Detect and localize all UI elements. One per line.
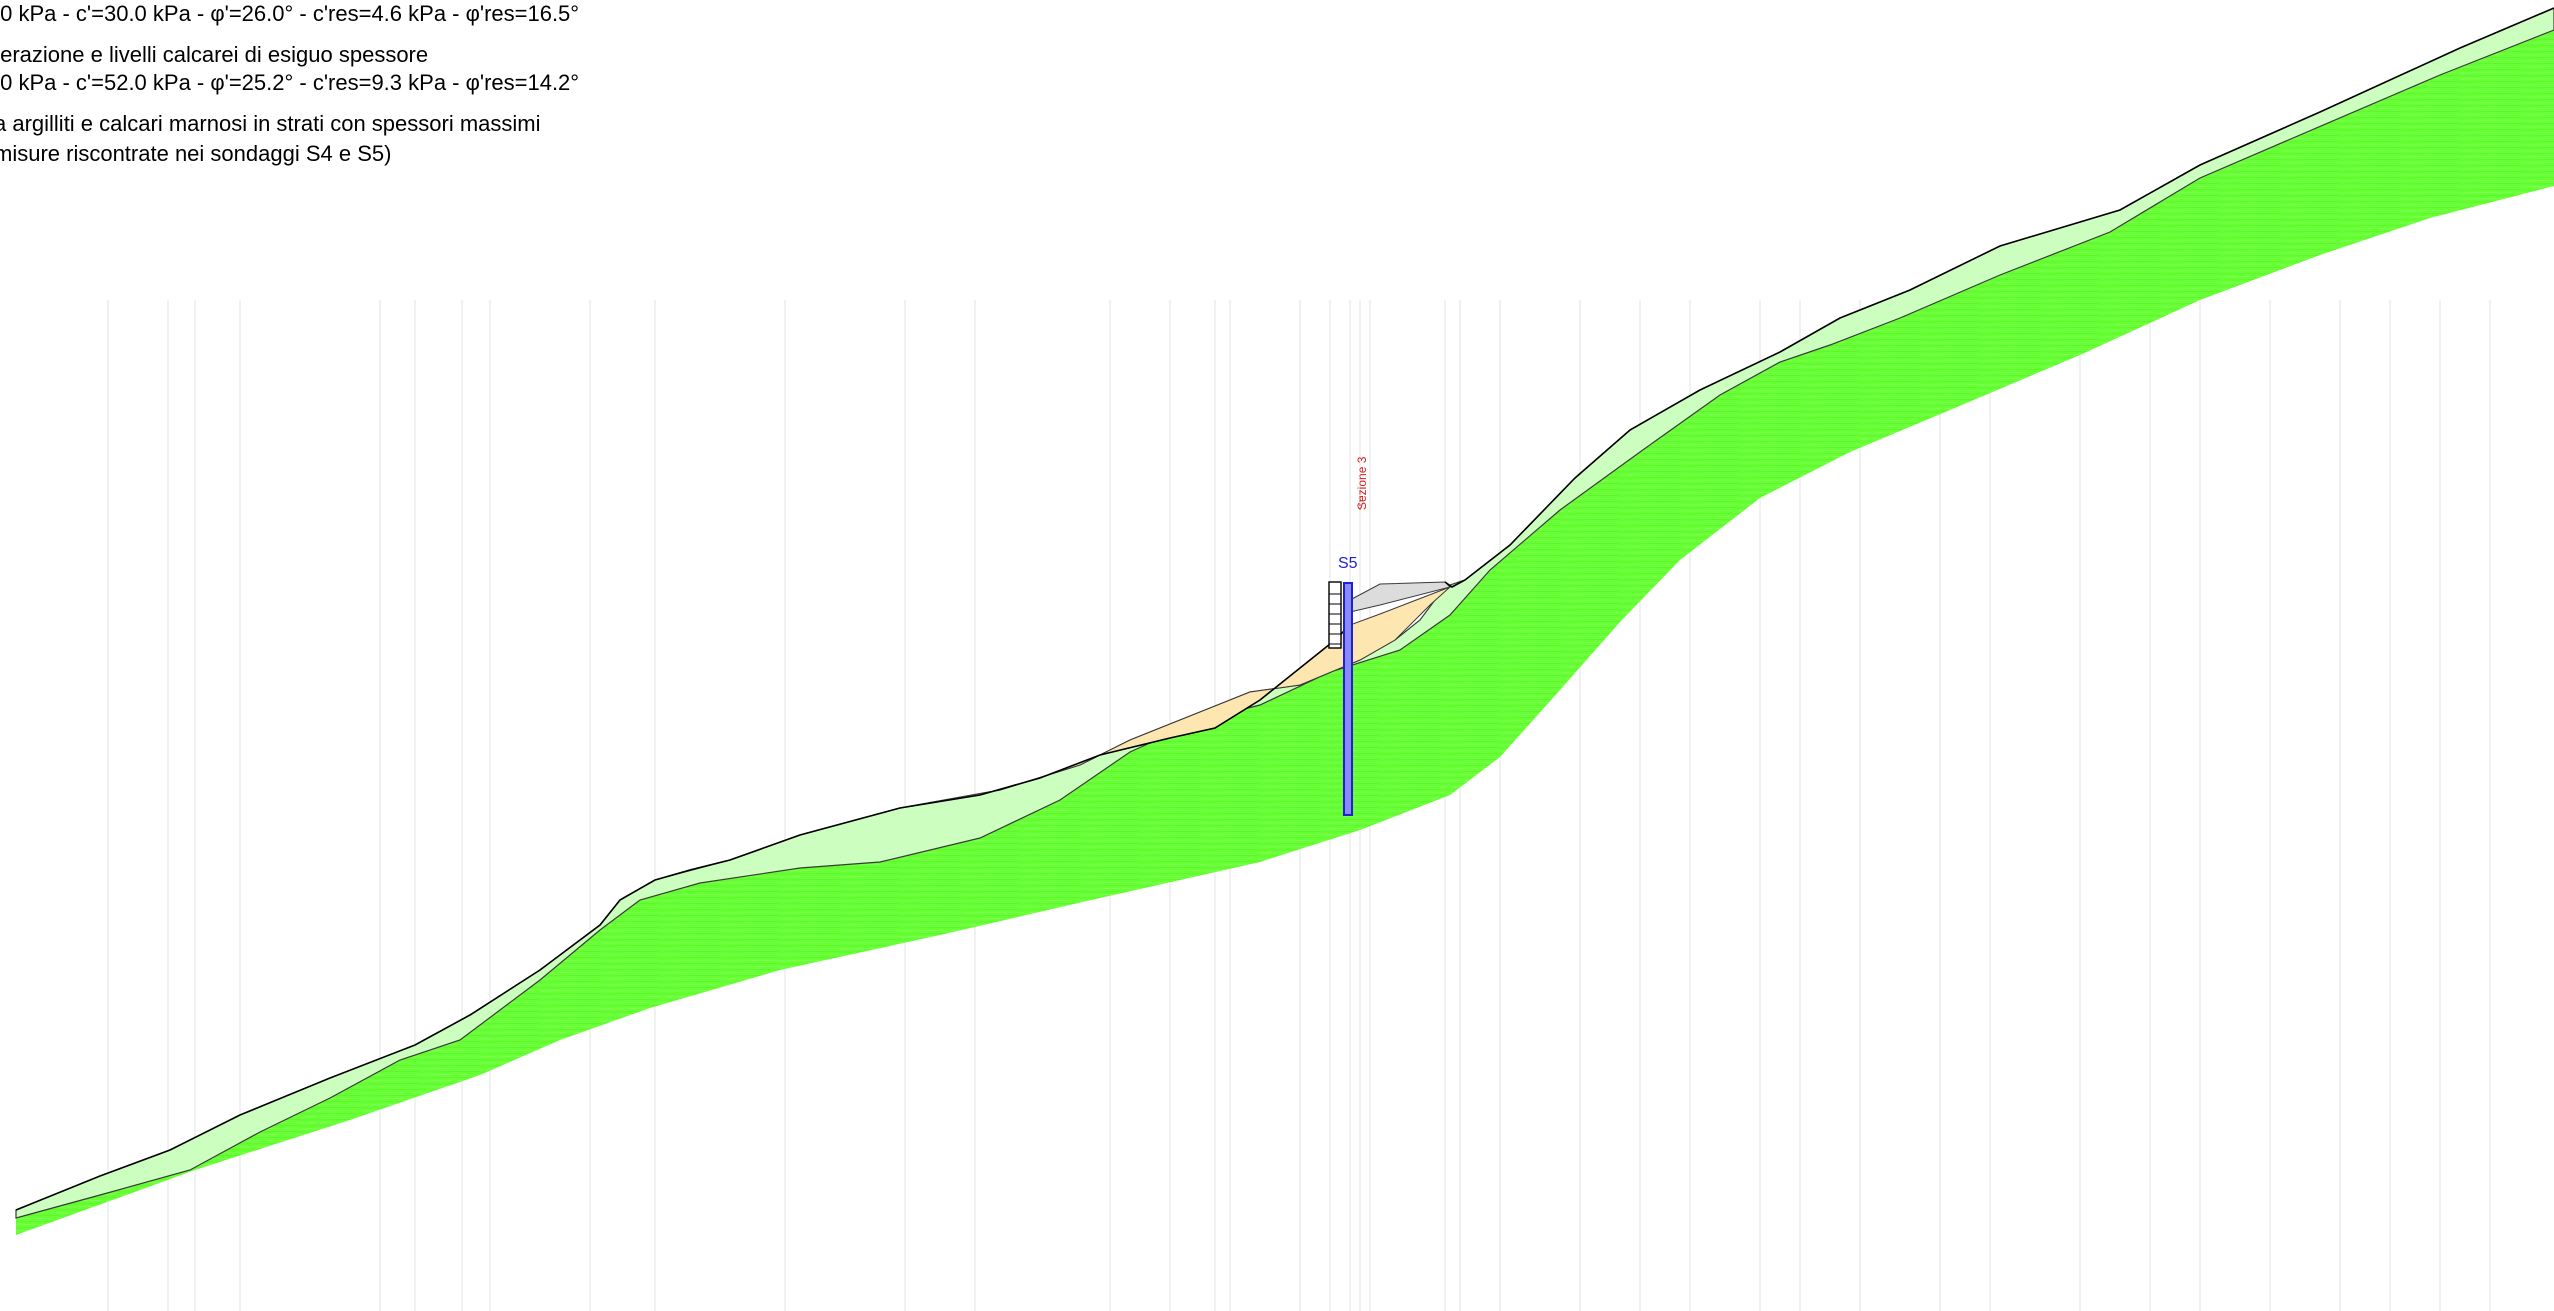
legend-line-2: terazione e livelli calcarei di esiguo s… xyxy=(0,42,428,67)
section-label: Sezione 3 xyxy=(1355,456,1369,510)
borehole-label: S5 xyxy=(1338,555,1358,572)
legend: .0 kPa - c'=30.0 kPa - φ'=26.0° - c'res=… xyxy=(0,1,579,166)
legend-line-4: a argilliti e calcari marnosi in strati … xyxy=(0,111,541,136)
ground-profile-line-upper xyxy=(654,624,1351,881)
ground-profile-line-crest xyxy=(1444,7,2554,588)
borehole-s5: S5 xyxy=(1338,555,1358,816)
retaining-wall xyxy=(1328,581,1342,649)
legend-line-3: .0 kPa - c'=52.0 kPa - φ'=25.2° - c'res=… xyxy=(0,70,579,95)
section-marker: Sezione 3 xyxy=(1355,456,1369,510)
bedrock-layer xyxy=(16,30,2554,1235)
legend-line-5: misure riscontrate nei sondaggi S4 e S5) xyxy=(0,141,391,166)
legend-line-1: .0 kPa - c'=30.0 kPa - φ'=26.0° - c'res=… xyxy=(0,1,579,26)
altered-layer xyxy=(15,7,2554,1219)
ground-profile-line xyxy=(15,879,656,1211)
borehole-column xyxy=(1343,582,1353,816)
